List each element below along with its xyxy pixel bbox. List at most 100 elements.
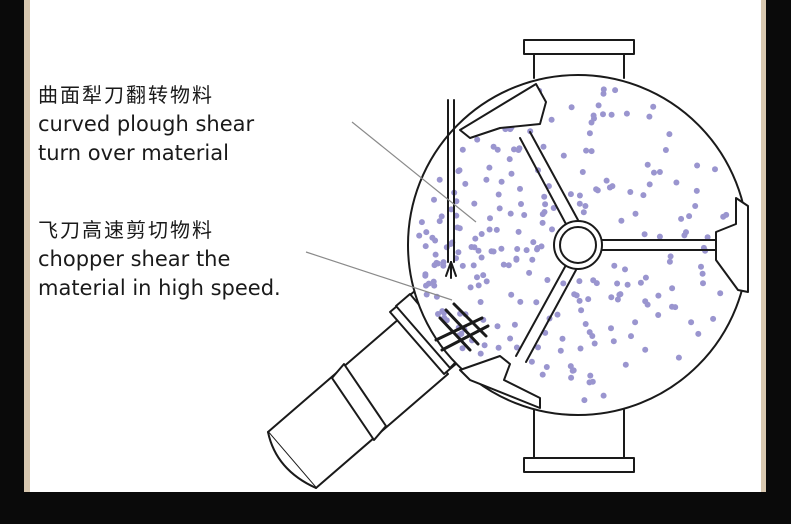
material-particle — [622, 266, 628, 273]
material-particle — [495, 191, 502, 198]
material-particle — [521, 212, 528, 218]
material-particle — [637, 279, 644, 286]
material-particle — [539, 219, 546, 226]
material-particle — [589, 333, 596, 339]
material-particle — [579, 169, 586, 175]
material-particle — [582, 203, 589, 209]
material-particle — [448, 206, 455, 213]
material-particle — [560, 152, 567, 159]
material-particle — [455, 168, 462, 175]
material-particle — [500, 261, 507, 268]
material-particle — [686, 213, 693, 220]
material-particle — [475, 282, 482, 289]
rotor-arm-lower — [515, 264, 577, 363]
material-particle — [544, 277, 551, 283]
material-particle — [548, 116, 555, 123]
plough-share-right — [715, 197, 749, 293]
material-particle — [494, 323, 501, 330]
material-particle — [429, 234, 436, 241]
material-particle — [576, 278, 583, 285]
material-particle — [614, 280, 621, 287]
material-particle — [576, 192, 583, 199]
material-particle — [646, 181, 653, 188]
material-particle — [543, 364, 550, 370]
material-particle — [600, 90, 607, 97]
material-particle — [694, 162, 701, 169]
rotor-arm-right — [599, 239, 717, 251]
material-particle — [577, 345, 584, 352]
material-particle — [688, 319, 695, 326]
plough-shear-label-en-2: turn over material — [38, 141, 229, 165]
material-particle — [580, 209, 587, 216]
material-particle — [474, 274, 480, 281]
material-particle — [422, 272, 429, 279]
material-particle — [550, 205, 557, 211]
material-particle — [576, 200, 583, 207]
material-particle — [423, 291, 430, 298]
top-inlet-pipe — [523, 39, 635, 79]
material-particle — [459, 146, 466, 153]
material-particle — [587, 372, 594, 379]
material-particle — [583, 147, 590, 154]
material-particle — [549, 226, 555, 233]
material-particle — [618, 217, 625, 224]
diagram-panel: 曲面犁刀翻转物料 curved plough shear turn over m… — [30, 0, 761, 492]
material-particle — [436, 218, 443, 225]
material-particle — [678, 215, 685, 222]
material-particle — [623, 110, 630, 117]
material-particle — [474, 136, 481, 143]
material-particle — [498, 178, 505, 185]
material-particle — [475, 247, 482, 254]
material-particle — [642, 298, 649, 305]
material-particle — [517, 185, 523, 192]
material-particle — [642, 346, 649, 353]
material-particle — [586, 130, 593, 137]
material-particle — [641, 231, 648, 238]
material-particle — [526, 269, 533, 276]
material-particle — [627, 189, 634, 195]
material-particle — [498, 245, 505, 252]
material-particle — [588, 148, 595, 155]
material-particle — [588, 119, 595, 126]
material-particle — [632, 319, 639, 326]
material-particle — [567, 191, 574, 198]
material-particle — [459, 262, 466, 269]
material-particle — [523, 247, 530, 254]
material-particle — [571, 291, 578, 298]
plough-shear-label-en-1: curved plough shear — [38, 112, 255, 136]
rotor-arm-upper — [519, 131, 579, 227]
material-particle — [494, 146, 501, 153]
material-particle — [477, 350, 484, 357]
material-particle — [600, 392, 607, 399]
material-particle — [614, 296, 621, 303]
material-particle — [486, 226, 493, 233]
material-particle — [554, 311, 561, 318]
material-particle — [610, 338, 617, 345]
material-particle — [495, 344, 502, 351]
material-particle — [505, 262, 512, 269]
material-particle — [493, 226, 500, 233]
material-particle — [540, 143, 547, 150]
material-particle — [640, 192, 647, 199]
material-particle — [683, 229, 689, 236]
chopper-blades — [434, 302, 490, 352]
material-particle — [459, 345, 466, 352]
material-particle — [422, 243, 429, 250]
material-particle — [603, 177, 610, 184]
material-particle — [655, 312, 662, 318]
material-particle — [667, 253, 674, 260]
rotor-hub-outer — [553, 220, 603, 270]
material-particle — [539, 371, 546, 378]
material-particle — [528, 358, 535, 365]
material-particle — [568, 104, 575, 111]
probe-rod — [445, 99, 457, 279]
material-particle — [542, 201, 549, 208]
material-particle — [557, 347, 564, 354]
material-particle — [616, 291, 623, 298]
chopper-label-zh: 飞刀高速剪切物料 — [38, 218, 214, 242]
material-particle — [646, 113, 653, 120]
material-particle — [712, 166, 718, 173]
material-particle — [418, 219, 425, 226]
material-particle — [651, 169, 657, 176]
frame-edge-right — [761, 0, 766, 492]
